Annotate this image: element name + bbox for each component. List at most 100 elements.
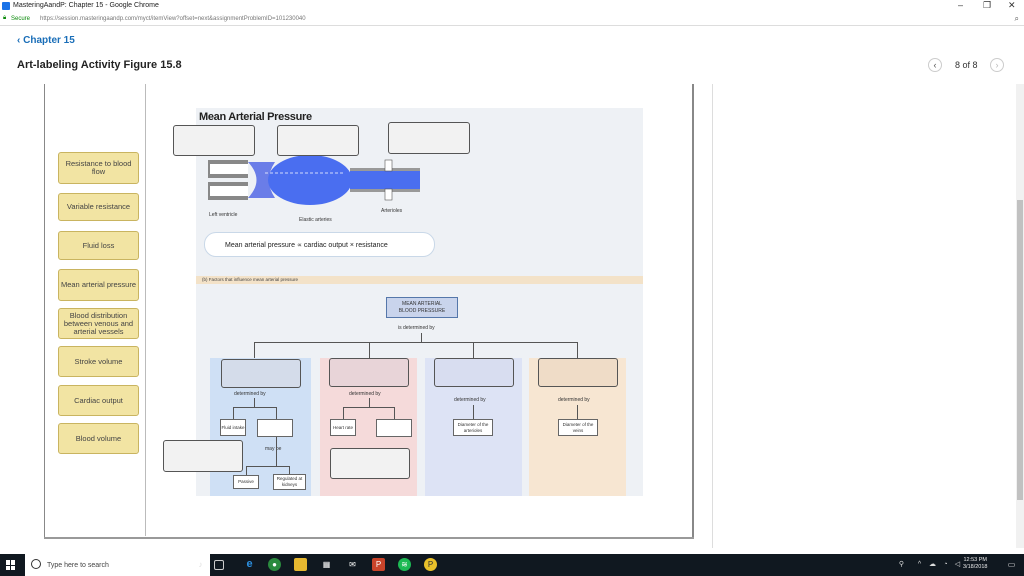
drop-target-9[interactable]	[163, 440, 243, 472]
label-chip[interactable]: Cardiac output	[58, 385, 139, 416]
chrome-app-icon	[2, 2, 10, 10]
label-chip[interactable]: Resistance to blood flow	[58, 152, 139, 184]
determined-by-label-4: determined by	[558, 397, 590, 403]
back-link-label: Chapter 15	[23, 35, 75, 46]
determined-by-label-3: determined by	[454, 397, 486, 403]
address-bar[interactable]: 🔒︎ Secure https://session.masteringaandp…	[0, 12, 1024, 26]
content-right-divider	[712, 84, 713, 548]
label-chip[interactable]: Blood volume	[58, 423, 139, 454]
wifi-icon[interactable]: ◔	[943, 561, 948, 568]
drop-target-1[interactable]	[173, 125, 255, 156]
tray-chevron-icon[interactable]: ^	[917, 561, 922, 568]
connector-line	[394, 407, 395, 419]
start-button[interactable]	[6, 560, 16, 570]
activity-frame-right	[692, 84, 694, 538]
page-count: 8 of 8	[955, 60, 978, 70]
connector-line	[421, 333, 422, 343]
connector-line	[276, 407, 277, 419]
close-icon[interactable]: ✕	[1008, 0, 1016, 10]
url-text[interactable]: https://session.masteringaandp.com/myct/…	[40, 16, 306, 22]
label-chip[interactable]: Variable resistance	[58, 193, 139, 221]
arteriole-clamp-bottom	[384, 188, 393, 201]
elastic-arteries-label: Elastic arteries	[299, 217, 332, 223]
connector-line	[246, 466, 247, 475]
edge-icon[interactable]: e	[246, 558, 253, 570]
drop-target-8[interactable]	[257, 419, 293, 437]
people-icon[interactable]: ⚲	[898, 561, 905, 568]
arteriole-tube	[350, 171, 420, 189]
may-be-label: may be	[265, 446, 282, 452]
elastic-arteries-shape	[268, 155, 352, 205]
drop-target-5[interactable]	[329, 358, 409, 387]
connector-line	[233, 407, 277, 408]
powerpoint-icon[interactable]: P	[372, 558, 385, 571]
activity-frame-bottom	[44, 537, 694, 539]
notifications-icon[interactable]: ▭	[1007, 560, 1016, 569]
file-explorer-icon[interactable]	[294, 558, 307, 571]
task-view-icon[interactable]	[214, 560, 224, 570]
connector-line	[289, 466, 290, 474]
cortana-icon	[31, 559, 41, 569]
label-chip[interactable]: Mean arterial pressure	[58, 269, 139, 301]
pinned-app-icon[interactable]: P	[424, 558, 437, 571]
taskbar-search[interactable]: Type here to search	[25, 554, 210, 576]
back-to-chapter-link[interactable]: ‹ Chapter 15	[17, 35, 75, 46]
spotify-icon[interactable]: ≋	[398, 558, 411, 571]
determined-by-label-2: determined by	[349, 391, 381, 397]
mail-icon[interactable]: ✉	[349, 560, 356, 569]
store-icon[interactable]: ▦	[322, 560, 331, 569]
connector-line	[343, 407, 394, 408]
connector-line	[577, 342, 578, 358]
passive-box: Passive	[233, 475, 259, 489]
windows-taskbar: Type here to search ♪ e ● ▦ ✉ P ≋ P ⚲ ^ …	[0, 554, 1024, 576]
drop-target-6[interactable]	[434, 358, 514, 387]
next-page-button[interactable]: ›	[990, 58, 1004, 72]
connector-line	[233, 407, 234, 419]
connector-line	[254, 398, 255, 407]
volume-icon[interactable]: ◁	[954, 561, 961, 568]
fluid-intake-box: Fluid intake	[220, 419, 246, 436]
is-determined-by-label: is determined by	[398, 325, 435, 331]
microphone-icon[interactable]: ♪	[198, 560, 203, 569]
connector-line	[246, 466, 290, 467]
connector-line	[254, 342, 255, 358]
minimize-icon[interactable]: –	[958, 0, 964, 10]
zoom-icon[interactable]: ⌕	[1014, 14, 1019, 23]
map-box: MEAN ARTERIAL BLOOD PRESSURE	[386, 297, 458, 318]
prev-page-button[interactable]: ‹	[928, 58, 942, 72]
equation-pill: Mean arterial pressure ∝ cardiac output …	[204, 232, 435, 257]
drop-target-2[interactable]	[277, 125, 359, 156]
label-chip[interactable]: Blood distribution between venous and ar…	[58, 308, 139, 339]
drop-target-11[interactable]	[330, 448, 410, 479]
scrollbar-thumb[interactable]	[1017, 200, 1023, 500]
figure-title: Mean Arterial Pressure	[199, 111, 312, 123]
activity-frame-left	[44, 84, 45, 538]
label-chip[interactable]: Stroke volume	[58, 346, 139, 377]
map-box-line1: MEAN ARTERIAL	[402, 301, 442, 307]
drop-target-7[interactable]	[538, 358, 618, 387]
drop-target-3[interactable]	[388, 122, 470, 154]
connector-line	[577, 405, 578, 419]
left-ventricle-shape	[248, 162, 275, 198]
arterioles-label: Arterioles	[381, 208, 403, 214]
factors-caption: (b) Factors that influence mean arterial…	[196, 276, 643, 284]
onedrive-icon[interactable]: ☁	[929, 561, 936, 568]
chrome-icon[interactable]: ●	[268, 558, 281, 571]
clock-time: 12:53 PM	[963, 557, 987, 563]
label-panel-divider	[145, 84, 146, 536]
connector-line	[369, 398, 370, 407]
clock-date: 3/18/2018	[963, 564, 988, 570]
vessel-diagram	[208, 155, 420, 205]
secure-label: Secure	[11, 16, 31, 22]
lock-icon: 🔒︎	[3, 15, 7, 21]
page-scrollbar[interactable]	[1016, 84, 1024, 548]
arteriole-clamp-top	[384, 159, 393, 172]
regulated-at-kidneys-box: Regulated at kidneys	[273, 474, 306, 490]
drop-target-10[interactable]	[376, 419, 412, 437]
taskbar-search-placeholder: Type here to search	[47, 561, 109, 569]
clock[interactable]: 12:53 PM 3/18/2018	[963, 557, 987, 571]
drop-target-4[interactable]	[221, 359, 301, 388]
label-chip[interactable]: Fluid loss	[58, 231, 139, 260]
restore-icon[interactable]: ❐	[983, 0, 992, 10]
connector-line	[473, 342, 474, 358]
